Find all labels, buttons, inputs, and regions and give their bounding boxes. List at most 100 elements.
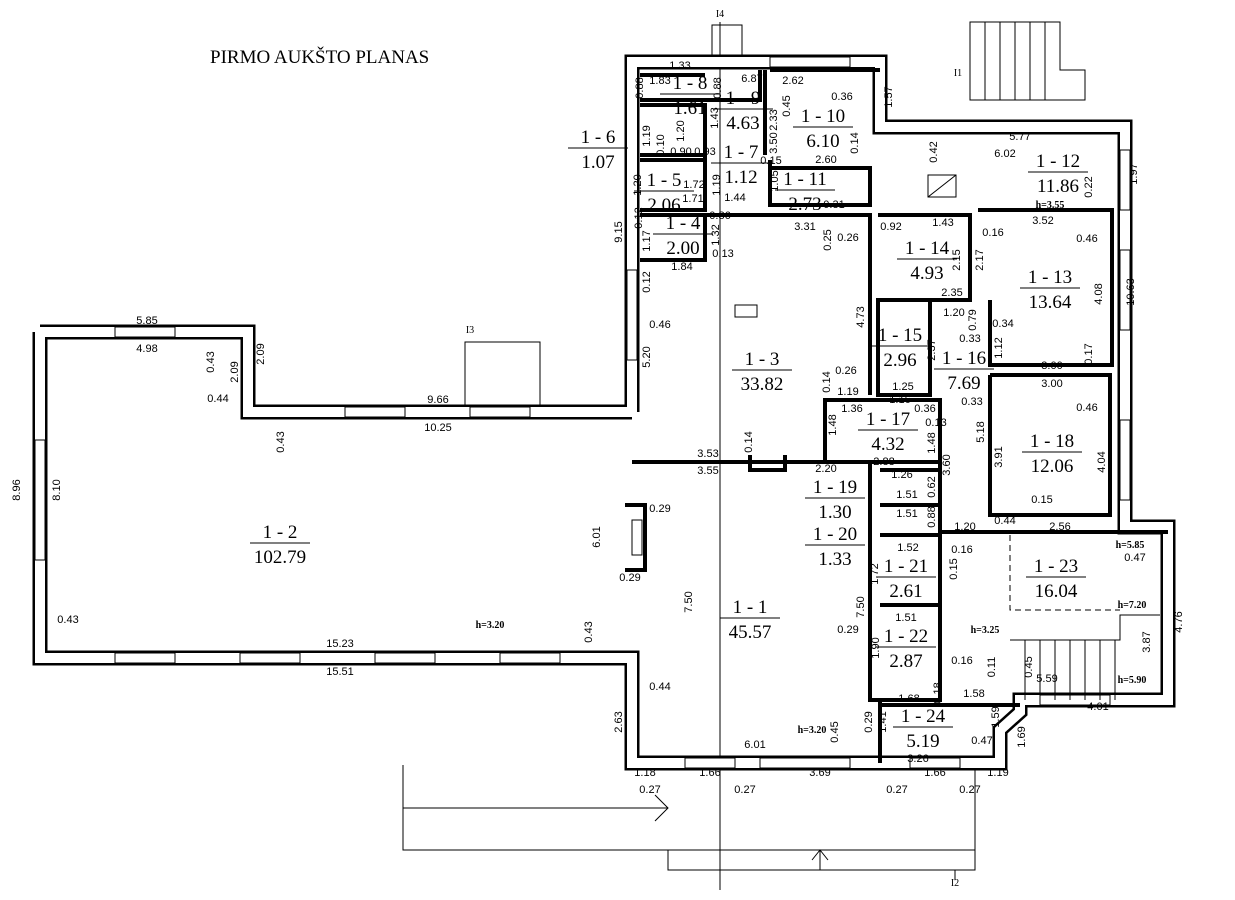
room-14: 1 - 14 4.93 [897, 238, 957, 284]
dimension-label: 0.44 [994, 515, 1015, 527]
room-number: 1 - 14 [905, 238, 950, 259]
room-area: 2.06 [647, 195, 680, 216]
dimension-label: 1.26 [891, 469, 912, 481]
room-17: 1 - 174.32 [858, 409, 918, 455]
dimension-label: 0.12 [641, 271, 653, 292]
dimension-label: 0.11 [986, 657, 998, 678]
room-16: 1 - 167.69 [934, 348, 994, 394]
room-22: 1 - 222.87 [876, 626, 936, 672]
room-number: 1 - 4 [666, 213, 701, 234]
dimension-label: 6.01 [744, 739, 765, 751]
dimension-label: 1.19 [711, 174, 723, 195]
room-21: 1 - 212.61 [876, 556, 936, 602]
marker-i3: I3 [466, 325, 474, 336]
room-number: 1 - 5 [647, 170, 682, 191]
dimension-label: 1.71 [682, 193, 703, 205]
dimension-label: 0.45 [829, 721, 841, 742]
dimension-label: 1.68 [898, 693, 919, 705]
room-number: 1 - 19 [813, 477, 857, 498]
dimension-label: 3.50 [768, 132, 780, 153]
room-19: 1 - 191.30 [805, 477, 865, 523]
room-area: 2.61 [889, 581, 922, 602]
ceiling-height: h=5.90 [1118, 675, 1147, 686]
dimension-label: 0.14 [743, 431, 755, 452]
room-8: 1 - 81.61 [660, 73, 720, 119]
dimension-label: 0.46 [1076, 233, 1097, 245]
dimension-label: 1.19 [641, 125, 653, 146]
dimension-label: 1.48 [926, 432, 938, 453]
dimension-label: 2.09 [255, 343, 267, 364]
dimension-label: 5.85 [136, 315, 157, 327]
dimension-label: 6.02 [994, 148, 1015, 160]
dimension-label: 0.25 [822, 229, 834, 250]
dimension-label: 3.69 [809, 767, 830, 779]
dimension-label: 4.01 [1087, 701, 1108, 713]
dimension-label: 0.27 [959, 784, 980, 796]
ceiling-height: h=3.25 [971, 625, 1000, 636]
dimension-label: 0.44 [649, 681, 670, 693]
dimension-label: 2.17 [974, 249, 986, 270]
room-7: 1 - 71.12 [711, 142, 771, 188]
dimension-label: 1.19 [987, 767, 1008, 779]
dimension-label: 0.79 [967, 309, 979, 330]
room-area: 4.93 [910, 263, 943, 284]
room-area: 1.07 [581, 152, 614, 173]
room-number: 1 - 16 [942, 348, 986, 369]
dimension-label: 0.45 [781, 95, 793, 116]
marker-i4: I4 [716, 9, 724, 20]
dimension-label: 1.43 [932, 217, 953, 229]
room-area: 45.57 [729, 622, 772, 643]
dimension-label: 0.18 [932, 682, 944, 703]
room-area: 2.96 [883, 350, 916, 371]
dimension-label: 5.18 [975, 421, 987, 442]
dimension-label: 0.15 [760, 155, 781, 167]
dimension-label: 0.44 [207, 393, 228, 405]
dimension-label: 4.08 [1093, 283, 1105, 304]
room-10: 1 - 106.10 [793, 106, 853, 152]
room-area: 4.63 [726, 113, 759, 134]
dimension-label: 0.26 [837, 232, 858, 244]
dimension-label: 1.66 [699, 767, 720, 779]
interior-walls [625, 68, 1168, 763]
dimension-label: 1.69 [1016, 726, 1028, 747]
dimension-label: 0.62 [926, 476, 938, 497]
dimension-label: 2.37 [926, 339, 938, 360]
dimension-label: 3.55 [697, 465, 718, 477]
room-number: 1 - 22 [884, 626, 928, 647]
dimension-label: 2.35 [941, 287, 962, 299]
ceiling-height: h=3.55 [1036, 200, 1065, 211]
dimension-label: 0.43 [275, 431, 287, 452]
dimension-label: 0.46 [649, 319, 670, 331]
dimension-label: 0.17 [1083, 343, 1095, 364]
dimension-label: 3.31 [794, 221, 815, 233]
dimension-label: 1.83 [649, 75, 670, 87]
room-6: 1 - 6 1.07 [568, 127, 628, 173]
dimension-label: 8.96 [11, 479, 23, 500]
room-number: 1 - 23 [1034, 556, 1078, 577]
dimension-label: 3.91 [993, 446, 1005, 467]
dimension-label: 1.52 [897, 542, 918, 554]
room-area: 1.33 [818, 549, 851, 570]
dimension-label: 0.29 [619, 572, 640, 584]
dimension-label: 1.43 [709, 107, 721, 128]
room-number: 1 - 13 [1028, 267, 1072, 288]
dimension-label: 0.45 [1023, 656, 1035, 677]
dimension-label: 0.88 [926, 506, 938, 527]
room-number: 1 - 9 [726, 88, 761, 109]
room-number: 1 - 6 [581, 127, 616, 148]
dimension-label: 0.13 [712, 248, 733, 260]
dimension-label: 1.72 [869, 563, 881, 584]
dimension-label: 1.51 [895, 612, 916, 624]
dimension-label: 5.20 [641, 346, 653, 367]
room-area: 33.82 [741, 374, 784, 395]
ceiling-height: h=7.20 [1118, 600, 1147, 611]
dimension-label: 1.36 [841, 403, 862, 415]
dimension-label: 1.25 [892, 381, 913, 393]
dimension-label: 3.60 [941, 454, 953, 475]
dimension-label: 0.43 [57, 614, 78, 626]
dimension-label: 0.27 [886, 784, 907, 796]
room-area: 1.61 [673, 98, 706, 119]
dimension-label: 0.36 [831, 91, 852, 103]
